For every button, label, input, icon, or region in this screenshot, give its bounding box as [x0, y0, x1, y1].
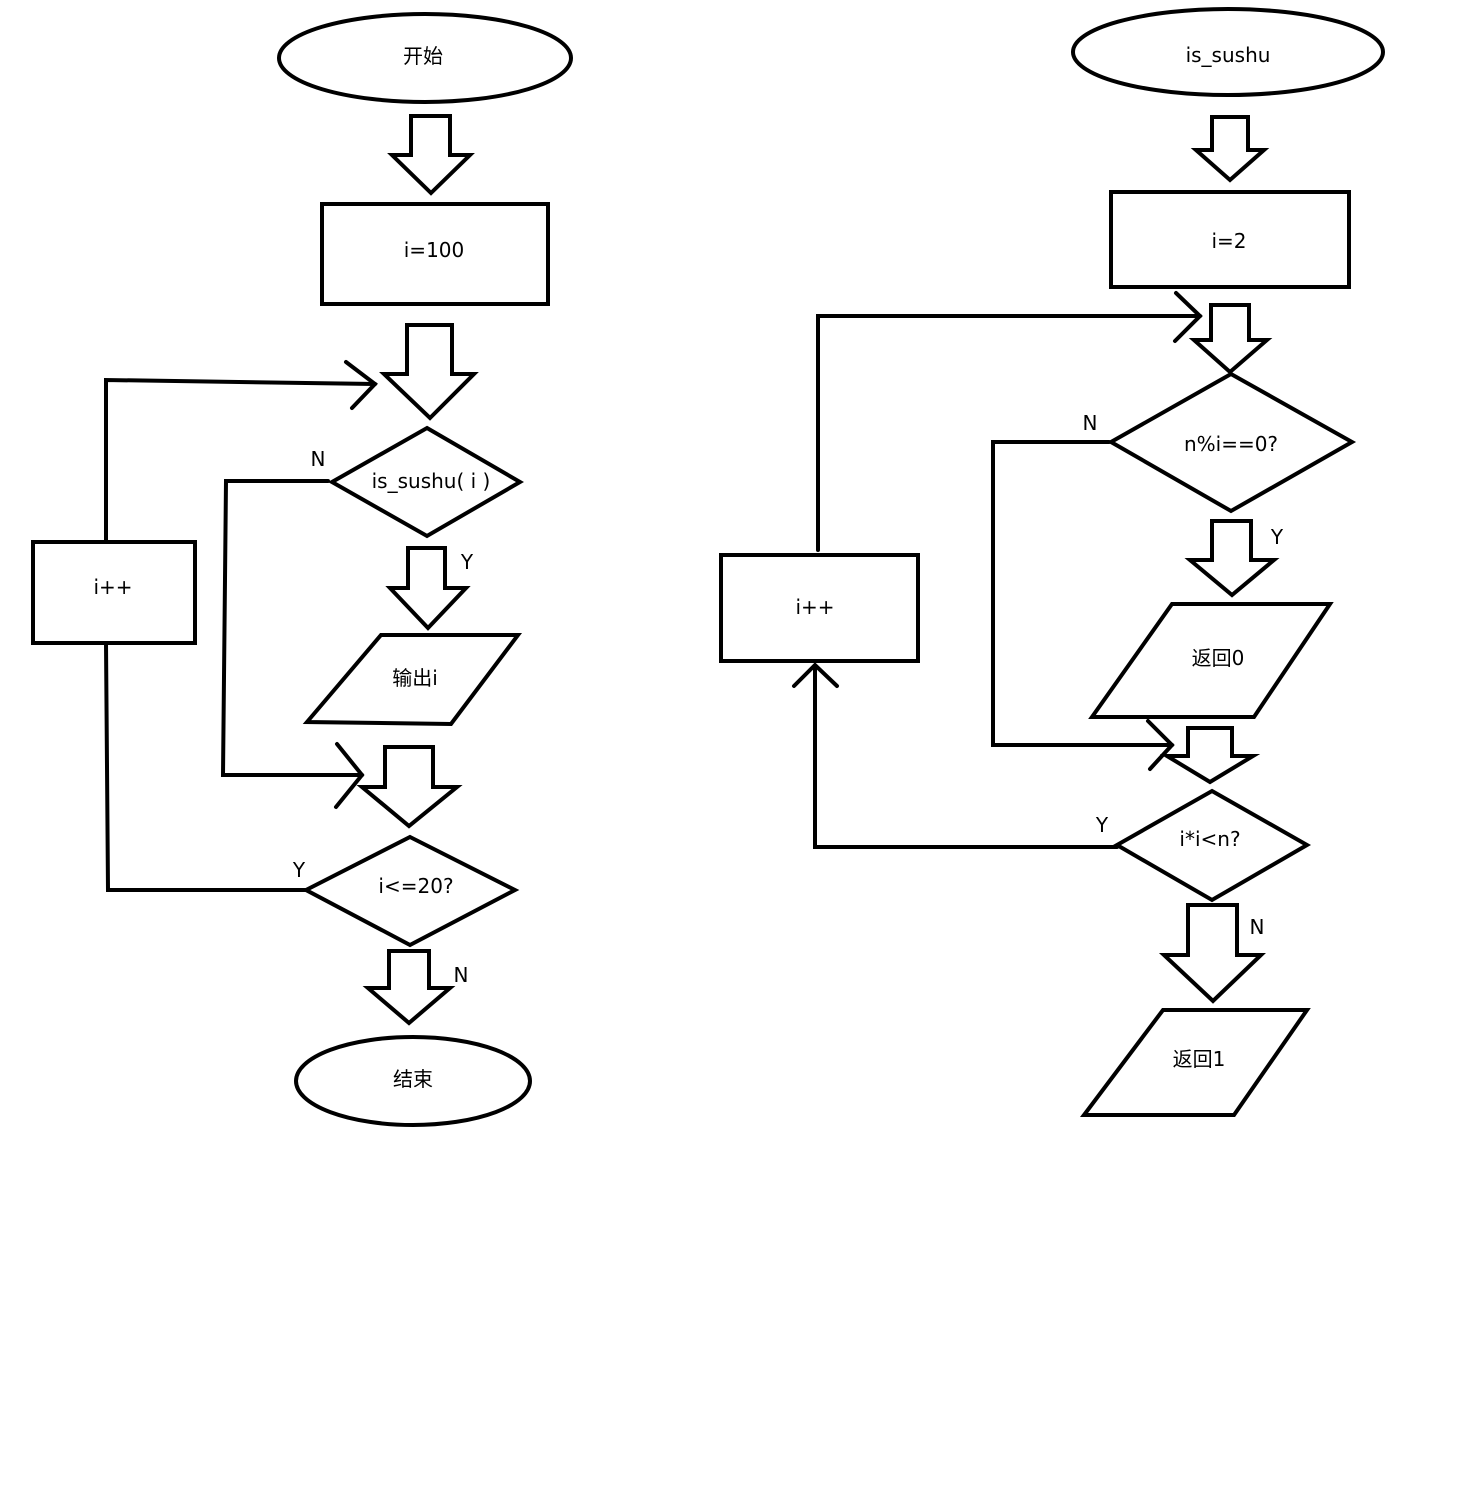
sushu-loop-cond-diamond — [1112, 788, 1312, 903]
mod-no-line — [991, 440, 1174, 747]
loop-cond-label: i<=20? — [378, 874, 453, 898]
return0-io — [1088, 602, 1334, 719]
sushu-loop-cond-label: i*i<n? — [1179, 827, 1240, 851]
mod-check-diamond — [1106, 371, 1357, 514]
start-label: 开始 — [403, 44, 443, 68]
mod-yes-label: Y — [1270, 525, 1284, 549]
output-io — [302, 633, 523, 727]
start-terminal — [277, 12, 573, 104]
init-label: i=100 — [404, 238, 465, 262]
mod-check-label: n%i==0? — [1184, 432, 1278, 456]
sushu-init-box — [1109, 190, 1351, 289]
sushu-arrow-2 — [1188, 303, 1273, 375]
sushu-arrow-4 — [1159, 726, 1261, 785]
flow-arrow-4 — [356, 745, 463, 829]
loop-yes-line — [104, 641, 308, 892]
sushu-init-label: i=2 — [1211, 229, 1246, 253]
increment-label: i++ — [93, 575, 132, 599]
sushu-flowchart: is_sushu i=2 n%i==0? N Y 返回0 i*i<n? Y i+… — [719, 7, 1385, 1117]
sushu-loop-back-arrowhead — [1173, 291, 1203, 343]
flow-arrow-3 — [385, 546, 471, 631]
sushu-arrow-5 — [1158, 903, 1266, 1004]
sushu-arrow-1 — [1190, 115, 1270, 183]
prime-yes-label: Y — [460, 550, 474, 574]
sushu-increment-box — [719, 553, 920, 663]
sushu-loop-yes-arrowhead — [792, 662, 839, 688]
flow-arrow-5 — [362, 949, 456, 1026]
sushu-loop-yes-line — [813, 665, 1119, 849]
loop-back-line — [104, 377, 377, 544]
sushu-loop-yes-label: Y — [1095, 813, 1109, 837]
sushu-arrow-3 — [1184, 519, 1280, 598]
sushu-loop-back-line — [816, 314, 1202, 552]
loop-no-label: N — [454, 963, 469, 987]
prime-no-arrowhead — [334, 742, 365, 809]
mod-no-label: N — [1083, 411, 1098, 435]
loop-yes-label: Y — [292, 858, 306, 882]
end-label: 结束 — [393, 1067, 433, 1091]
main-flowchart: 开始 i=100 is_sushu( i ) N Y 输出i i<=20? Y — [31, 12, 573, 1127]
sushu-start-terminal — [1071, 7, 1385, 97]
prime-check-diamond — [327, 425, 524, 539]
increment-box — [31, 540, 197, 645]
prime-no-line — [220, 479, 364, 777]
end-terminal — [294, 1035, 532, 1127]
prime-no-label: N — [311, 447, 326, 471]
sushu-start-label: is_sushu — [1186, 43, 1271, 67]
loop-cond-diamond — [301, 834, 520, 948]
return1-label: 返回1 — [1173, 1047, 1226, 1071]
return1-io — [1079, 1008, 1311, 1117]
sushu-loop-no-label: N — [1250, 915, 1265, 939]
init-box — [320, 202, 550, 306]
flow-arrow-2 — [379, 323, 479, 421]
sushu-increment-label: i++ — [795, 595, 834, 619]
mod-no-arrowhead — [1146, 719, 1175, 771]
flow-arrow-1 — [387, 114, 475, 196]
prime-check-label: is_sushu( i ) — [372, 469, 491, 493]
loop-back-arrowhead — [344, 360, 378, 410]
output-label: 输出i — [392, 666, 438, 690]
return0-label: 返回0 — [1192, 646, 1245, 670]
